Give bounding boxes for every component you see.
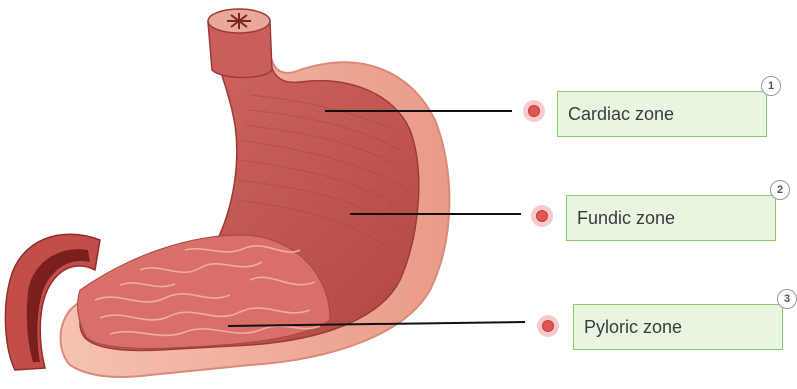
label-box-2[interactable]: Fundic zone — [566, 195, 776, 241]
label-box-3[interactable]: Pyloric zone — [573, 304, 783, 350]
number-badge-2: 2 — [770, 180, 790, 200]
marker-2[interactable] — [531, 205, 553, 227]
marker-3[interactable] — [537, 315, 559, 337]
marker-1[interactable] — [523, 100, 545, 122]
label-text-3: Pyloric zone — [584, 317, 682, 338]
label-box-1[interactable]: Cardiac zone — [557, 91, 767, 137]
label-text-2: Fundic zone — [577, 208, 675, 229]
number-badge-1: 1 — [761, 76, 781, 96]
label-text-1: Cardiac zone — [568, 104, 674, 125]
number-badge-3: 3 — [777, 289, 797, 309]
